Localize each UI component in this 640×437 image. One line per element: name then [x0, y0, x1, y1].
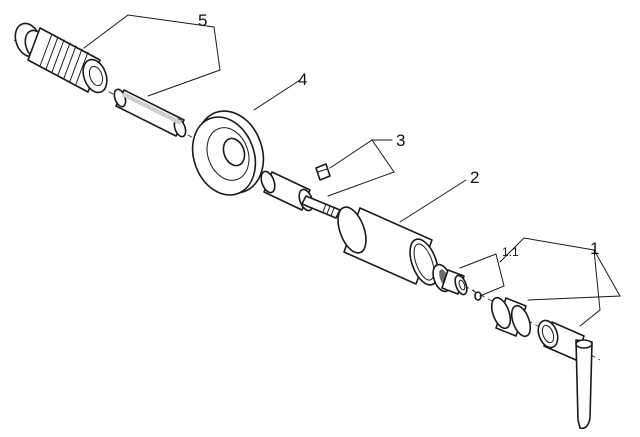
- part-5-rod: [113, 88, 187, 138]
- callout-1: 1: [590, 239, 599, 258]
- part-1-handle-assembly: [490, 296, 593, 430]
- part-2-sleeve: [337, 206, 439, 286]
- callout-labels: 5 4 3 2 1 1.1: [198, 11, 599, 259]
- part-1-1-adapter: [432, 263, 482, 301]
- part-4-rosette: [191, 110, 265, 196]
- callout-4: 4: [298, 70, 307, 89]
- callout-leaders: [83, 14, 621, 327]
- callout-5: 5: [198, 11, 207, 30]
- callout-1-1: 1.1: [502, 245, 519, 259]
- callout-3: 3: [396, 131, 405, 150]
- part-5-threaded-sleeve: [14, 22, 108, 94]
- callout-2: 2: [470, 168, 479, 187]
- part-3-spindle-extension: [260, 163, 341, 219]
